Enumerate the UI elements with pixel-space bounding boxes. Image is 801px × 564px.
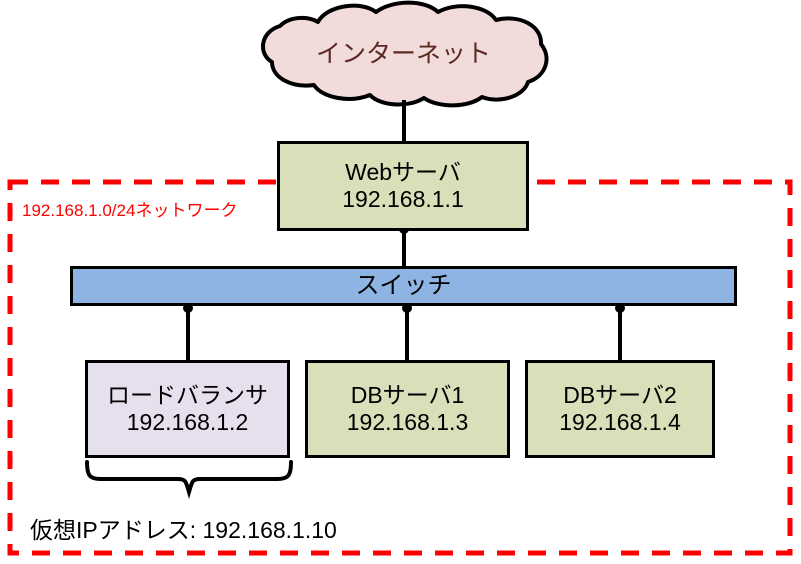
load-balancer-title: ロードバランサ (107, 381, 268, 408)
virtual-ip-brace (85, 460, 293, 499)
internet-cloud-label: インターネット (315, 40, 491, 68)
db-server-1-ip: 192.168.1.3 (346, 409, 469, 435)
load-balancer-ip: 192.168.1.2 (126, 409, 249, 435)
web-server-title: Webサーバ (345, 158, 461, 185)
node-db-server-1[interactable]: DBサーバ1 192.168.1.3 (305, 360, 510, 458)
node-switch[interactable]: スイッチ (70, 266, 737, 306)
web-server-ip: 192.168.1.1 (342, 186, 464, 212)
node-db-server-2[interactable]: DBサーバ2 192.168.1.4 (525, 360, 715, 458)
db-server-1-title: DBサーバ1 (350, 381, 465, 408)
db-server-2-title: DBサーバ2 (563, 381, 677, 408)
virtual-ip-annotation: 仮想IPアドレス: 192.168.1.10 (30, 517, 337, 543)
internet-cloud-shape (261, 0, 549, 108)
node-web-server[interactable]: Webサーバ 192.168.1.1 (277, 141, 529, 231)
switch-title: スイッチ (355, 271, 452, 299)
node-load-balancer[interactable]: ロードバランサ 192.168.1.2 (85, 360, 290, 458)
network-zone-label: 192.168.1.0/24ネットワーク (22, 201, 238, 220)
db-server-2-ip: 192.168.1.4 (559, 409, 681, 435)
